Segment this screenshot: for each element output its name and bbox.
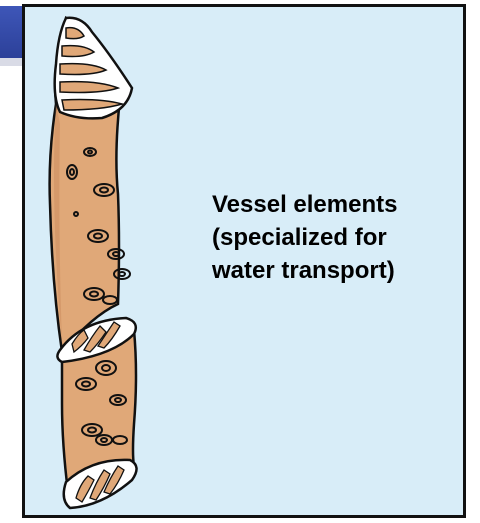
caption-line-2: (specialized for (212, 221, 472, 254)
caption: Vessel elements (specialized for water t… (212, 188, 472, 287)
caption-line-3: water transport) (212, 254, 472, 287)
caption-line-1: Vessel elements (212, 188, 472, 221)
top-perforation-plate (55, 18, 132, 119)
